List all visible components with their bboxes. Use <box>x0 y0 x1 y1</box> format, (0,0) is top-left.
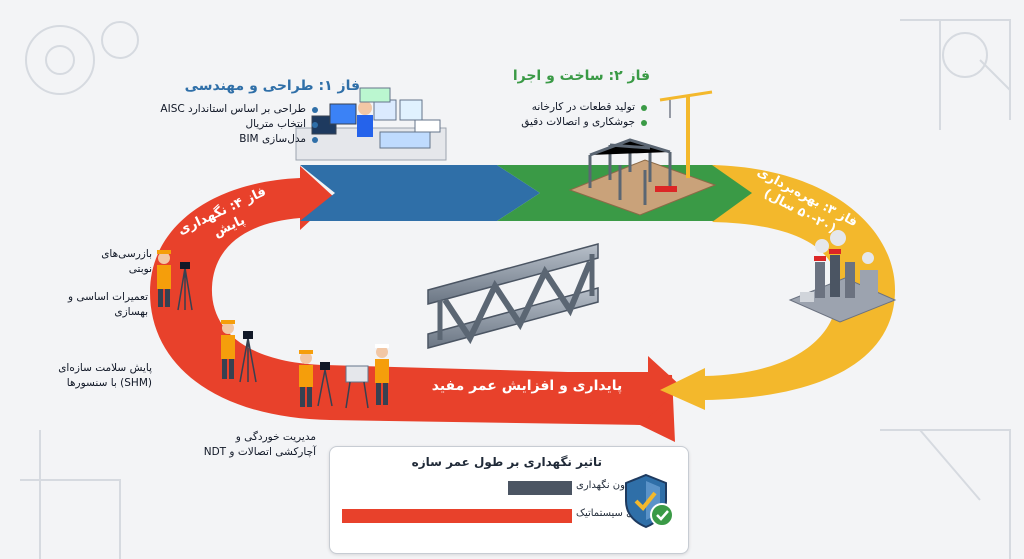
surveyor-icon <box>157 250 389 409</box>
impact-bar-label: بدون نگهداری <box>576 480 633 491</box>
note-repairs: تعمیرات اساسی و بهسازی <box>67 291 148 318</box>
phase-1-list: طراحی بر اساس استاندارد AISC انتخاب متری… <box>160 102 318 147</box>
impact-bar <box>342 509 572 523</box>
phase-2-title: فاز ۲: ساخت و اجرا <box>512 68 650 84</box>
list-item: تولید قطعات در کارخانه <box>521 100 647 115</box>
impact-panel: تاثیر نگهداری بر طول عمر سازه بدون نگهدا… <box>329 446 689 554</box>
engineer-desk-icon <box>295 87 447 161</box>
note-shm: پایش سلامت سازه‌ای (SHM) با سنسورها <box>58 362 152 389</box>
factory-icon <box>788 230 897 323</box>
phase-1-title: فاز ۱: طراحی و مهندسی <box>184 78 360 94</box>
note-corrosion: مدیریت خوردگی و آچارکشی اتصالات و NDT <box>203 431 316 458</box>
list-item: طراحی بر اساس استاندارد AISC <box>160 102 318 117</box>
impact-panel-title: تاثیر نگهداری بر طول عمر سازه <box>411 455 602 469</box>
list-item: مدل‌سازی BIM <box>160 132 318 147</box>
note-inspections: بازرسی‌های نوبتی <box>101 248 152 275</box>
center-arrow <box>395 356 682 418</box>
phase-2-list: تولید قطعات در کارخانه جوشکاری و اتصالات… <box>521 100 647 130</box>
steel-truss-icon <box>427 243 599 349</box>
crane-construction-icon <box>568 90 717 216</box>
list-item: انتخاب متریال <box>160 117 318 132</box>
impact-bar-label: با نگهداری سیستماتیک <box>576 508 669 519</box>
operation-arrow <box>660 165 895 410</box>
impact-bar <box>508 481 572 495</box>
shield-check-icon <box>625 473 674 529</box>
background-sketch <box>20 19 1011 559</box>
center-arrow-label: پایداری و افزایش عمر مفید <box>431 378 623 394</box>
list-item: جوشکاری و اتصالات دقیق <box>521 115 647 130</box>
design-arrow <box>300 165 540 221</box>
